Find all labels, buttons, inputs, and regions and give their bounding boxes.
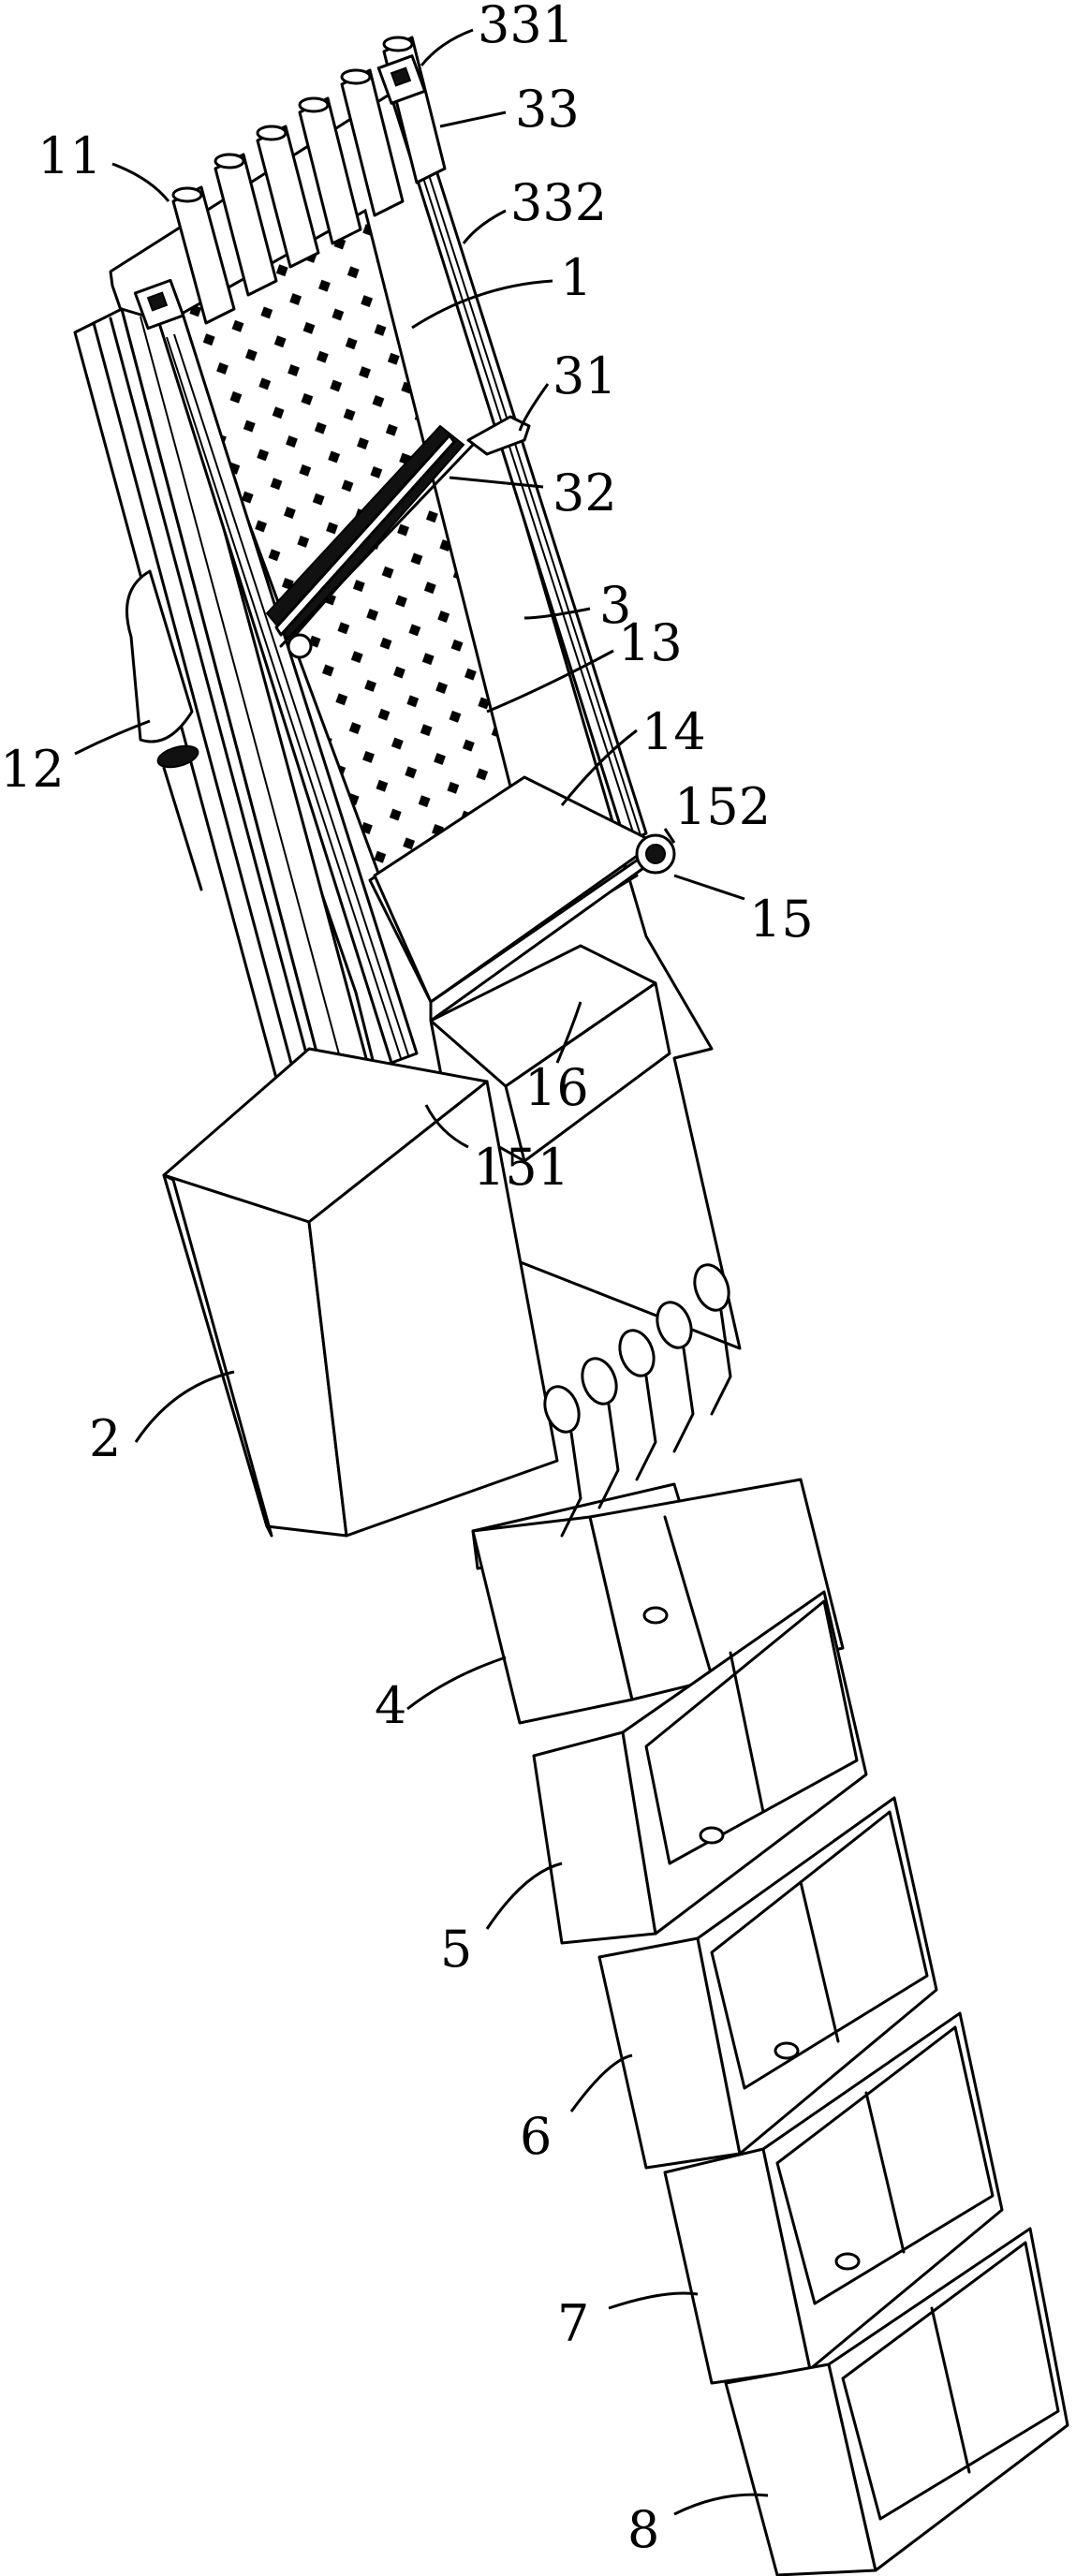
chute-16 — [429, 944, 671, 1163]
top-pipes — [171, 36, 447, 325]
label-11: 11 — [37, 126, 102, 185]
label-2: 2 — [89, 1409, 121, 1468]
box-5 — [532, 1590, 868, 1945]
cylinder-12 — [125, 569, 203, 891]
label-33: 33 — [515, 80, 580, 139]
label-331: 331 — [478, 0, 574, 54]
spoons — [543, 1263, 732, 1538]
label-13: 13 — [618, 613, 683, 672]
left-frame — [157, 312, 419, 1065]
label-5: 5 — [440, 1920, 472, 1979]
top-bracket-331 — [133, 54, 427, 331]
box-8 — [724, 2227, 1069, 2576]
leader-lines — [74, 28, 769, 2516]
roller-152 — [635, 833, 676, 875]
label-16: 16 — [524, 1058, 589, 1117]
box-7 — [663, 2011, 1004, 2385]
label-8: 8 — [627, 2500, 659, 2559]
box-2 — [162, 1047, 559, 1538]
label-14: 14 — [641, 702, 706, 761]
label-32: 32 — [553, 464, 617, 523]
label-7: 7 — [557, 2294, 589, 2353]
box-6 — [597, 1796, 938, 2170]
tray-14 — [373, 775, 676, 1104]
label-3: 3 — [599, 576, 631, 635]
label-4: 4 — [375, 1676, 406, 1735]
label-332: 332 — [510, 173, 607, 232]
label-6: 6 — [520, 2107, 552, 2166]
label-31: 31 — [553, 346, 617, 405]
label-15: 15 — [749, 890, 814, 949]
left-rail-column — [73, 307, 372, 1097]
label-152: 152 — [674, 777, 771, 836]
roller-32 — [265, 415, 531, 659]
label-1: 1 — [560, 248, 592, 307]
label-12: 12 — [0, 740, 65, 799]
label-151: 151 — [473, 1138, 569, 1197]
reference-numerals: 331 33 11 332 1 31 32 3 13 12 14 152 15 … — [0, 0, 814, 2559]
